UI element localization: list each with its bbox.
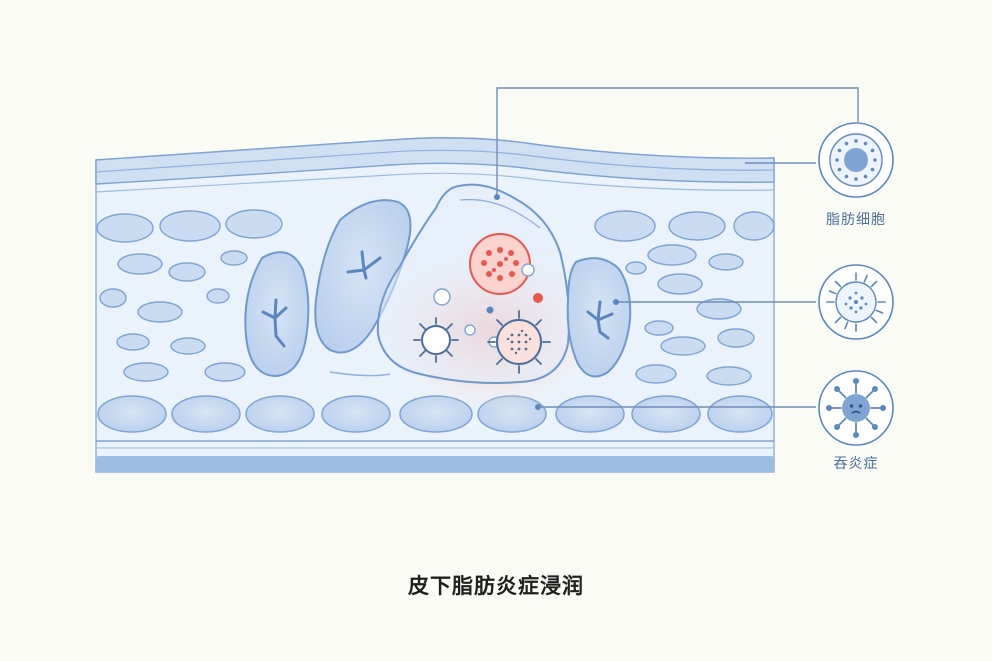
right-lobule-vessel — [586, 300, 614, 340]
bottom-lobule — [707, 395, 773, 433]
inflammation-legend-label: 吞炎症 — [833, 456, 879, 472]
leader-dot — [535, 404, 541, 410]
middle-lobule — [314, 199, 412, 354]
inflamed-cell-icon — [469, 233, 531, 295]
small-cell — [647, 244, 697, 266]
small-cell — [717, 328, 755, 348]
leader-dot — [613, 299, 619, 305]
small-cell — [635, 364, 677, 384]
bottom-strip — [96, 456, 774, 472]
leader-line-adipocyte — [496, 87, 859, 197]
small-cell — [170, 337, 206, 355]
small-cell — [204, 362, 246, 382]
middle-lobule-vessel — [346, 250, 382, 280]
small-cell — [220, 250, 248, 266]
small-cell — [696, 298, 742, 320]
leader-lines — [496, 87, 859, 408]
small-cell — [706, 366, 752, 386]
small-cell — [733, 211, 775, 241]
small-cell — [625, 261, 647, 275]
small-cell — [657, 273, 703, 295]
virus-cell-icon — [487, 310, 551, 374]
small-cell — [96, 213, 154, 243]
inflamed-lobule-rim — [459, 198, 541, 229]
particle — [521, 263, 535, 277]
sweep-line — [329, 371, 391, 377]
small-cell — [117, 253, 163, 275]
red-particle — [533, 293, 543, 303]
small-cell — [708, 253, 744, 271]
left-lobule — [244, 251, 310, 378]
bottom-lobule — [321, 395, 391, 433]
small-cell — [123, 362, 169, 382]
small-cell — [116, 333, 150, 351]
small-cell — [668, 211, 726, 241]
epidermis-line — [95, 149, 775, 173]
adipocyte-legend-label: 脂肪细胞 — [826, 212, 886, 228]
small-cell — [137, 301, 183, 323]
small-cell — [168, 262, 206, 282]
small-cell — [159, 210, 221, 242]
small-cells — [96, 209, 775, 386]
particle — [433, 288, 451, 306]
immune-legend-icon — [818, 264, 894, 340]
small-cell — [99, 288, 127, 308]
small-cell — [644, 320, 674, 336]
epidermis-layer — [95, 137, 775, 185]
bottom-lobule — [171, 395, 241, 433]
bottom-lobule — [555, 395, 625, 433]
left-lobule-vessel — [261, 298, 288, 348]
bottom-lobule — [245, 395, 315, 433]
bottom-lobule — [97, 395, 167, 433]
bottom-lobule-row — [97, 395, 773, 433]
diagram-caption: 皮下脂肪炎症浸润 — [408, 574, 584, 598]
small-cell — [594, 210, 656, 242]
leader-dot — [494, 194, 500, 200]
virus-icon — [818, 370, 894, 446]
immune-cell-icon — [413, 317, 459, 363]
blue-particle — [486, 306, 494, 314]
particle — [464, 324, 476, 336]
adipocyte-cell-icon — [818, 122, 894, 198]
small-cell — [225, 209, 283, 239]
bottom-lobule — [631, 395, 701, 433]
small-cell — [660, 336, 706, 356]
epidermis-line-2 — [95, 172, 775, 193]
small-cell — [206, 288, 230, 304]
